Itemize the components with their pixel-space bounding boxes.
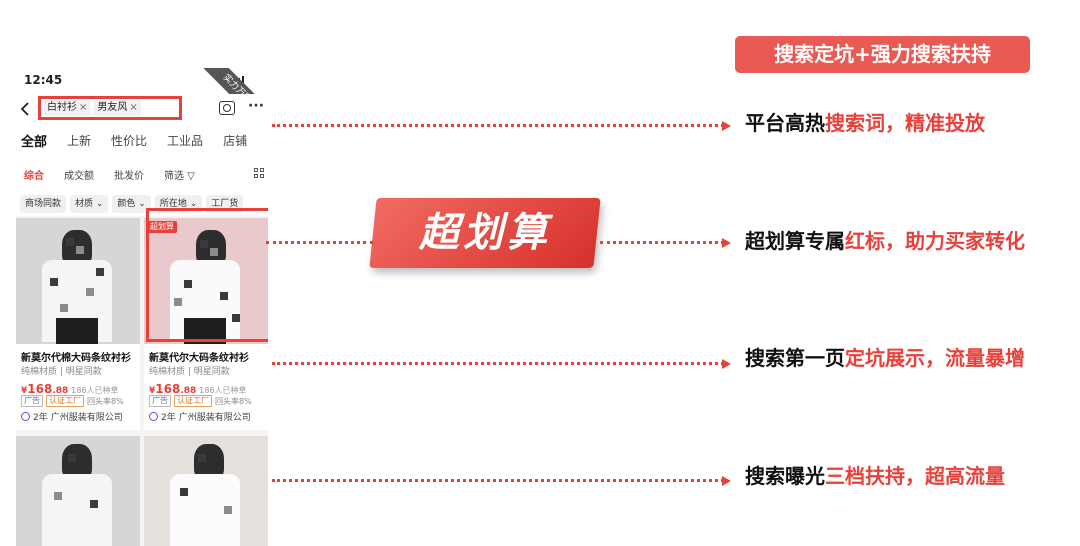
product-badges: 广告认证工厂回头率8%	[21, 395, 124, 407]
tab-industrial[interactable]: 工业品	[167, 133, 204, 148]
close-icon[interactable]: ×	[79, 102, 88, 113]
shop-info: 2年广州服装有限公司	[21, 410, 123, 423]
arrow-icon	[722, 476, 731, 486]
camera-icon[interactable]	[219, 101, 235, 115]
callout-first-page: 搜索第一页定坑展示，流量暴增	[745, 346, 1025, 370]
filter-button[interactable]: 筛选 ▽	[164, 170, 195, 182]
tab-new[interactable]: 上新	[67, 133, 92, 148]
product-image	[144, 436, 268, 546]
sort-row: 综合 成交额 批发价 筛选 ▽	[16, 156, 268, 192]
phone-screenshot: 12:45 实力万家 白衬衫× 男友风× ··· 全部 上新 性价比 工业品 店…	[16, 68, 268, 546]
deal-highlight-box	[146, 208, 268, 342]
filter-chip[interactable]: 商场同款	[20, 195, 67, 213]
connector-line	[272, 124, 724, 127]
sort-volume[interactable]: 成交额	[64, 170, 94, 182]
shop-info: 2年广州服装有限公司	[149, 410, 251, 423]
filter-chip[interactable]: 颜色 ⌄	[112, 195, 151, 213]
connector-line	[272, 479, 724, 482]
product-subtitle: 纯棉材质 | 明星同款	[149, 367, 230, 377]
tab-shops[interactable]: 店铺	[223, 133, 248, 148]
grid-view-icon[interactable]	[254, 168, 264, 178]
arrow-icon	[722, 121, 731, 131]
sort-comprehensive[interactable]: 综合	[24, 170, 44, 182]
sort-wholesale-price[interactable]: 批发价	[114, 170, 144, 182]
search-row: 白衬衫× 男友风× ···	[16, 94, 268, 124]
connector-line	[272, 362, 724, 365]
arrow-icon	[722, 238, 731, 248]
search-tag[interactable]: 男友风×	[94, 100, 141, 116]
nav-tabs: 全部 上新 性价比 工业品 店铺	[16, 124, 268, 156]
shop-icon	[21, 412, 30, 421]
callout-exposure: 搜索曝光三档扶持，超高流量	[745, 464, 1005, 488]
more-icon[interactable]: ···	[248, 98, 264, 114]
close-icon[interactable]: ×	[129, 102, 138, 113]
status-time: 12:45	[24, 73, 63, 87]
search-tag[interactable]: 白衬衫×	[44, 100, 91, 116]
product-subtitle: 纯棉材质 | 明星同款	[21, 367, 102, 377]
search-input[interactable]: 白衬衫× 男友风×	[38, 96, 182, 120]
connector-line	[266, 241, 373, 244]
callout-red-badge: 超划算专属红标，助力买家转化	[745, 229, 1025, 253]
product-image	[16, 218, 140, 344]
arrow-icon	[722, 359, 731, 369]
product-image: 超划算	[144, 218, 268, 344]
deal-badge-title: 超划算	[419, 210, 551, 256]
product-badges: 广告认证工厂回头率8%	[149, 395, 252, 407]
product-card[interactable]	[16, 436, 140, 546]
product-card[interactable]	[144, 436, 268, 546]
tab-all[interactable]: 全部	[21, 134, 48, 150]
tab-value[interactable]: 性价比	[111, 133, 148, 148]
header-banner: 搜索定坑+强力搜索扶持	[735, 36, 1030, 73]
filter-chip[interactable]: 材质 ⌄	[70, 195, 109, 213]
product-title: 新莫代尔大码条纹衬衫	[149, 353, 249, 364]
connector-line	[600, 241, 724, 244]
shop-icon	[149, 412, 158, 421]
back-icon[interactable]	[20, 102, 30, 116]
deal-badge: 超划算	[147, 221, 177, 233]
status-bar: 12:45 实力万家	[16, 68, 268, 142]
callout-search-keywords: 平台高热搜索词，精准投放	[745, 111, 985, 135]
product-title: 新莫尔代棉大码条纹衬衫	[21, 353, 131, 364]
product-image	[16, 436, 140, 546]
